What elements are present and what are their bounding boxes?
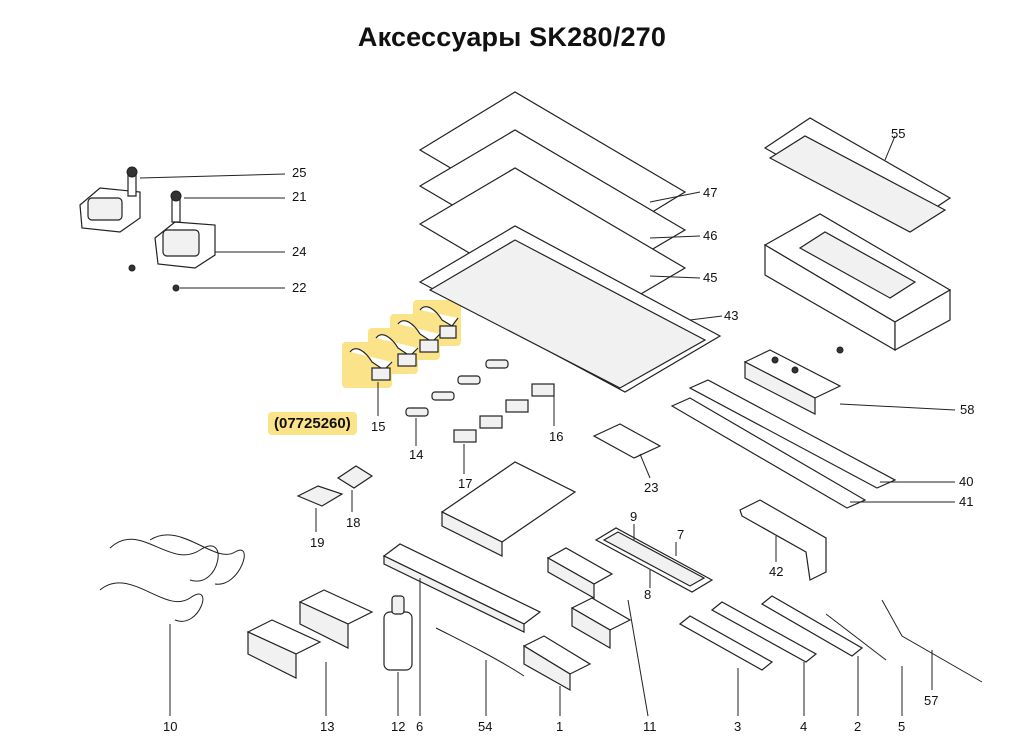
callout-11: 11 — [643, 719, 657, 734]
diagram-title: Аксессуары SK280/270 — [357, 22, 667, 52]
part-case — [763, 117, 952, 354]
callout-14: 14 — [409, 447, 424, 462]
part-row-counter — [743, 349, 956, 415]
part-10-cables — [99, 534, 245, 716]
part-15-clips — [349, 306, 459, 416]
part-42-bracket — [739, 499, 827, 581]
callout-17: 17 — [458, 476, 473, 491]
callout-5: 5 — [898, 719, 906, 734]
part-13-boxes — [246, 589, 374, 716]
part-pouch — [440, 461, 577, 557]
callout-6: 6 — [416, 719, 424, 734]
part-6-comb — [382, 543, 542, 716]
callout-57: 57 — [924, 693, 939, 708]
callout-23: 23 — [644, 480, 659, 495]
part-16-17-brackets — [453, 383, 555, 474]
callout-3: 3 — [734, 719, 742, 734]
part-54-tool — [435, 627, 525, 716]
part-hand-tools — [678, 595, 983, 716]
callout-9: 9 — [630, 509, 638, 524]
callout-24: 24 — [292, 244, 307, 259]
callout-15: 15 — [371, 419, 386, 434]
callout-43: 43 — [724, 308, 739, 323]
callout-40: 40 — [959, 474, 974, 489]
part-23-card — [592, 423, 662, 479]
part-rulers — [670, 379, 955, 509]
callout-8: 8 — [644, 587, 652, 602]
callout-45: 45 — [703, 270, 718, 285]
callout-42: 42 — [769, 564, 784, 579]
callout-46: 46 — [703, 228, 718, 243]
part-sensor-blocks — [79, 166, 286, 292]
part-18-19 — [296, 465, 374, 532]
part-clamps — [522, 547, 649, 717]
callout-7: 7 — [677, 527, 685, 542]
part-sheets — [418, 91, 723, 393]
callout-1: 1 — [556, 719, 564, 734]
callout-10: 10 — [163, 719, 178, 734]
part-15-highlight — [342, 300, 461, 388]
callout-12: 12 — [391, 719, 406, 734]
callout-4: 4 — [800, 719, 808, 734]
callout-22: 22 — [292, 280, 307, 295]
part-code-label: (07725260) — [268, 412, 357, 435]
callout-25: 25 — [292, 165, 307, 180]
callout-58: 58 — [960, 402, 975, 417]
part-7-8-9 — [594, 524, 714, 593]
part-14-connectors — [405, 359, 509, 446]
callout-19: 19 — [310, 535, 325, 550]
callout-13: 13 — [320, 719, 335, 734]
callout-47: 47 — [703, 185, 718, 200]
part-12-bottle — [383, 595, 413, 716]
callout-2: 2 — [854, 719, 862, 734]
callout-54: 54 — [478, 719, 493, 734]
callout-55: 55 — [891, 126, 906, 141]
callout-18: 18 — [346, 515, 361, 530]
callout-16: 16 — [549, 429, 564, 444]
callout-41: 41 — [959, 494, 974, 509]
callout-21: 21 — [292, 189, 307, 204]
